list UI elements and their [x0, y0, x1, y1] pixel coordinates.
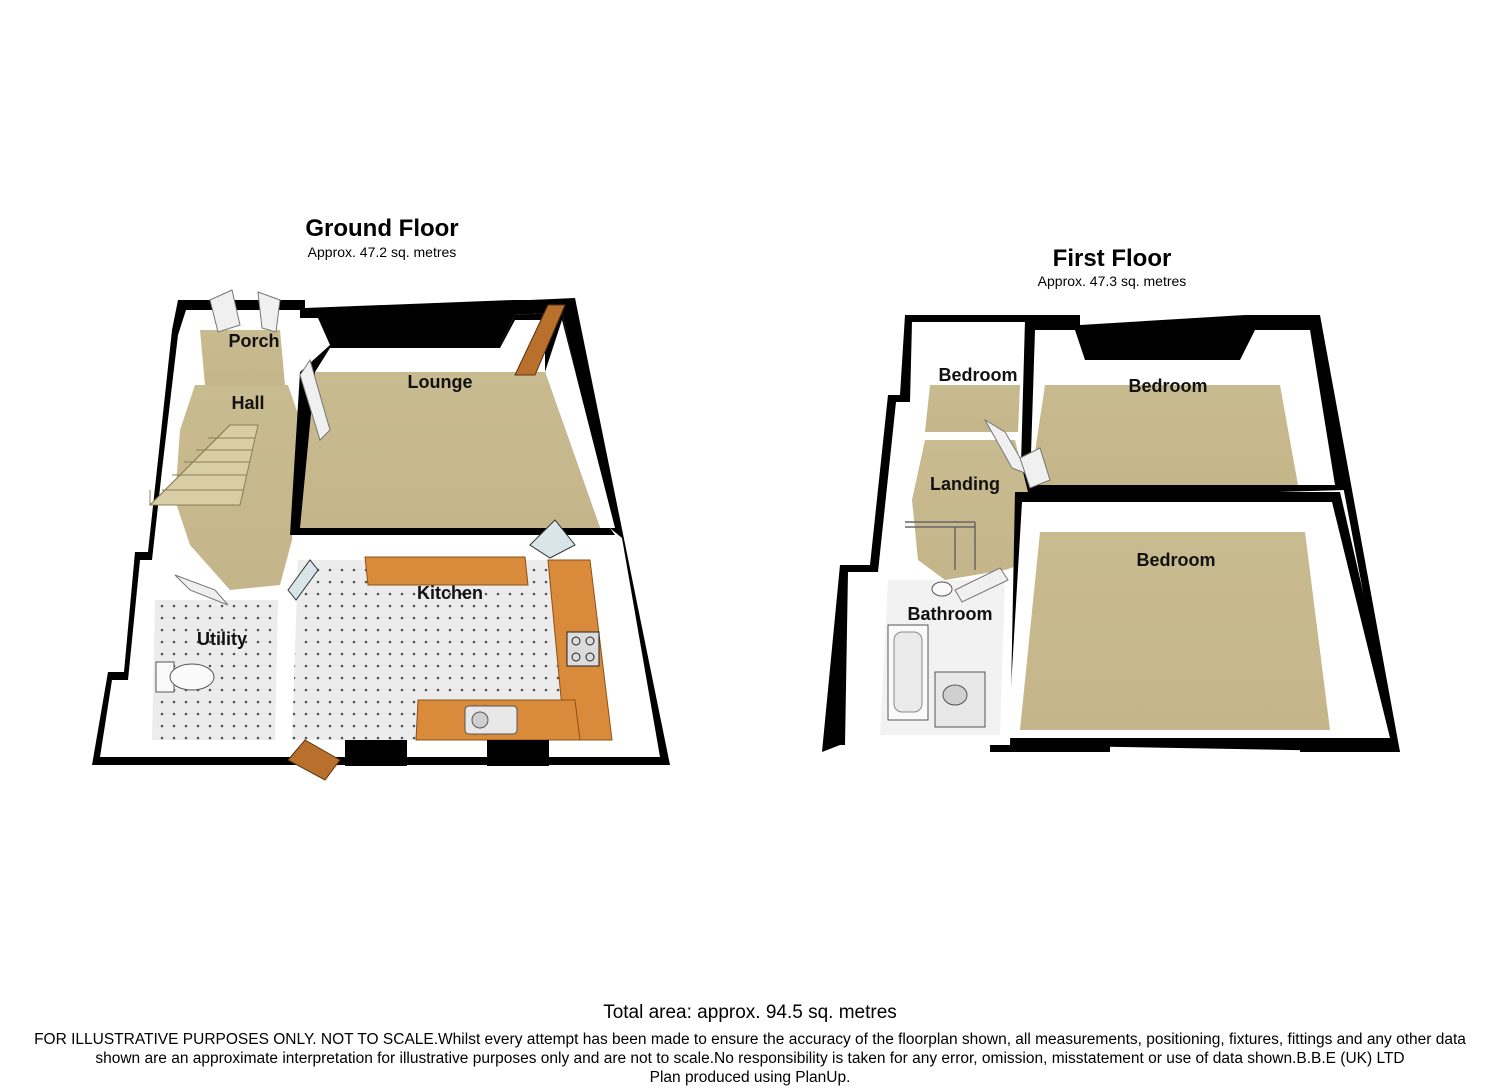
bathroom-shower: [934, 671, 986, 728]
landing-floor: [912, 440, 1035, 580]
ground-floor-title: Ground Floor: [305, 215, 458, 242]
room-label-landing: Landing: [930, 474, 1000, 494]
ground-floor-plan: Ground Floor Approx. 47.2 sq. metres Por…: [92, 215, 670, 781]
room-label-hall: Hall: [231, 393, 264, 413]
room-label-bedroom-top: Bedroom: [1128, 376, 1207, 396]
lounge-side-wall: [545, 320, 615, 528]
kitchen-worktop-top: [364, 556, 529, 586]
room-label-bathroom: Bathroom: [908, 604, 993, 624]
room-label-bedroom-small: Bedroom: [938, 365, 1017, 385]
porch-door-right: [257, 291, 281, 333]
kitchen-window: [529, 519, 576, 559]
utility-toilet: [155, 661, 215, 693]
room-label-bedroom-large: Bedroom: [1136, 550, 1215, 570]
disclaimer-line-1: FOR ILLUSTRATIVE PURPOSES ONLY. NOT TO S…: [34, 1031, 1466, 1048]
bedroom-door-2: [1019, 447, 1051, 489]
room-label-kitchen: Kitchen: [417, 583, 483, 603]
room-label-lounge: Lounge: [408, 372, 473, 392]
room-label-porch: Porch: [228, 331, 279, 351]
ground-floor-area: Approx. 47.2 sq. metres: [308, 244, 457, 260]
porch-floor: [200, 330, 285, 385]
bathroom-basin: [931, 581, 953, 597]
room-label-utility: Utility: [197, 629, 247, 649]
kitchen-door-left: [287, 559, 319, 601]
utility-door: [174, 574, 229, 606]
disclaimer-line-2: shown are an approximate interpretation …: [95, 1050, 1405, 1067]
kitchen-back-door: [287, 739, 341, 781]
kitchen-floor: [292, 560, 600, 740]
lounge-door: [514, 304, 566, 376]
utility-floor: [152, 600, 278, 740]
bedroom-top-right-floor: [1030, 385, 1298, 485]
disclaimer-line-3: Plan produced using PlanUp.: [649, 1069, 851, 1086]
hall-door: [299, 358, 331, 441]
staircase: [148, 424, 259, 506]
bathroom-door: [954, 567, 1009, 603]
lounge-back-wall: [315, 320, 545, 372]
first-floor-title: First Floor: [1053, 245, 1172, 272]
porch-door-left: [209, 289, 241, 333]
bedroom-small-floor: [925, 385, 1020, 432]
total-area: Total area: approx. 94.5 sq. metres: [603, 1002, 897, 1023]
bathroom-bath: [887, 624, 929, 721]
lounge-floor: [300, 372, 600, 528]
disclaimer: FOR ILLUSTRATIVE PURPOSES ONLY. NOT TO S…: [0, 1030, 1500, 1087]
bedroom-bottom-right-floor: [1020, 532, 1330, 730]
first-floor-plan: First Floor Approx. 47.3 sq. metres Bedr…: [822, 245, 1400, 752]
landing-banister: [905, 521, 976, 570]
first-floor-area: Approx. 47.3 sq. metres: [1038, 273, 1187, 289]
hob: [566, 631, 600, 667]
